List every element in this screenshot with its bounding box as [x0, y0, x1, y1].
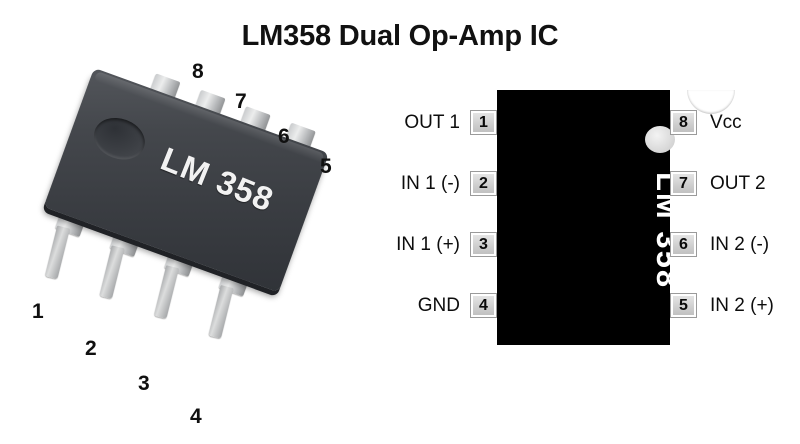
photo-pin-number-7: 7: [235, 90, 247, 113]
photo-pin-number-4: 4: [190, 405, 202, 428]
pin-label-in2-pos: IN 2 (+): [710, 295, 774, 316]
photo-pin1-dimple: [88, 111, 151, 167]
pin-label-out1: OUT 1: [404, 112, 460, 133]
photo-pin-number-6: 6: [278, 125, 290, 148]
pin-tab-1[interactable]: 1: [470, 110, 497, 135]
pinout-diagram: LM 358 OUT 1 1 IN 1 (-) 2 IN 1 (+) 3 GND…: [375, 85, 785, 355]
pinout-chip-body: LM 358: [497, 90, 735, 345]
ic-photo-frame: LM 358: [31, 67, 330, 339]
pin-tab-3[interactable]: 3: [470, 232, 497, 257]
pin-tab-7[interactable]: 7: [670, 171, 697, 196]
photo-pin-number-2: 2: [85, 337, 97, 360]
photo-pin-number-3: 3: [138, 372, 150, 395]
photo-pinleg-1: [44, 225, 70, 280]
pin-tab-5[interactable]: 5: [670, 293, 697, 318]
photo-pinleg-2: [99, 245, 125, 299]
pin-tab-8[interactable]: 8: [670, 110, 697, 135]
pin-label-gnd: GND: [417, 295, 460, 316]
pin-tab-6[interactable]: 6: [670, 232, 697, 257]
photo-pin-number-8: 8: [192, 60, 204, 83]
pin-tab-4[interactable]: 4: [470, 293, 497, 318]
pin-label-in1-pos: IN 1 (+): [396, 234, 460, 255]
ic-photograph: LM 358 8 7 6 5 1 2 3 4: [20, 60, 370, 430]
pin-tab-2[interactable]: 2: [470, 171, 497, 196]
photo-pinleg-4: [208, 285, 234, 339]
photo-pin-number-5: 5: [320, 155, 332, 178]
photo-ic-body: LM 358: [43, 67, 330, 293]
photo-pinleg-3: [153, 265, 179, 319]
photo-pin-number-1: 1: [32, 300, 44, 323]
pin-label-vcc: Vcc: [710, 112, 742, 133]
pin-label-in1-neg: IN 1 (-): [400, 173, 460, 194]
page-title: LM358 Dual Op-Amp IC: [241, 20, 559, 52]
pin-label-in2-neg: IN 2 (-): [710, 234, 770, 255]
pin-label-out2: OUT 2: [710, 173, 766, 194]
photo-part-marking: LM 358: [155, 139, 280, 219]
